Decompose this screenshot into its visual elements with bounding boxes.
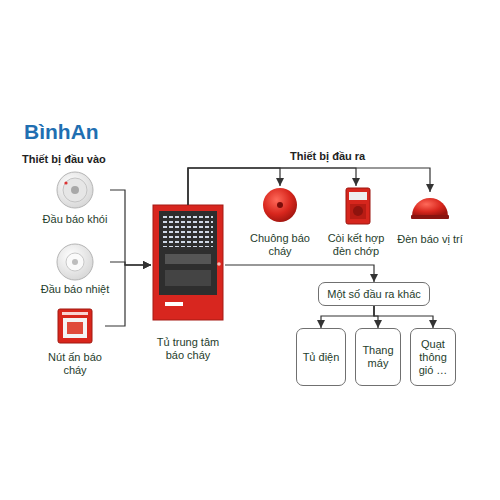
panel-buttons — [165, 270, 211, 286]
node-text: Đầu báo nhiệt — [41, 283, 110, 296]
horn-body — [346, 188, 370, 224]
node-text: Một số đầu ra khác — [327, 288, 421, 301]
node-text: Tủ điện — [303, 351, 340, 364]
strobe-lens — [349, 192, 367, 200]
heat-detector-body — [57, 244, 93, 280]
smoke-detector-led — [64, 181, 67, 184]
connector-arrow — [105, 265, 151, 326]
panel-lock — [217, 262, 221, 266]
heat-detector-sensor — [66, 253, 84, 271]
node-text: Đầu báo khói — [43, 213, 108, 226]
process-box: Quạt thông gió … — [410, 328, 456, 386]
process-box: Một số đầu ra khác — [318, 282, 430, 306]
panel-led-grid — [163, 215, 213, 247]
connector-arrow — [321, 306, 374, 328]
panel-display — [165, 254, 211, 264]
lamp-dome — [412, 198, 448, 216]
node-text: Thang máy — [358, 344, 398, 370]
lamp-base — [411, 215, 449, 219]
horn-speaker — [353, 206, 363, 216]
call-point-button — [67, 322, 83, 334]
node-text: Tủ trung tâm báo cháy — [151, 336, 225, 362]
node-text: Quạt thông gió … — [413, 338, 453, 377]
connector-arrow — [188, 168, 280, 205]
panel-face — [159, 211, 217, 295]
node-text: Chuông báo cháy — [245, 232, 315, 258]
node-text: Còi kết hợp đèn chớp — [322, 232, 390, 258]
control-panel: Tủ trung tâm báo cháy — [151, 205, 225, 362]
bell-dome — [263, 188, 297, 222]
call-point-strip — [62, 312, 88, 315]
connector-arrow — [110, 190, 151, 265]
fire-bell-icon — [263, 188, 297, 222]
location-lamp-icon — [411, 198, 449, 219]
bell-striker — [277, 202, 283, 208]
process-box: Thang máy — [355, 328, 401, 386]
group-heading: Thiết bị đầu vào — [22, 153, 106, 165]
smoke-detector-chamber — [63, 178, 87, 202]
heat-detector-icon — [57, 244, 93, 280]
connector-arrow — [225, 265, 374, 282]
smoke-detector-icon — [57, 172, 93, 208]
node-text: Đèn báo vị trí — [397, 233, 462, 246]
connector-group — [105, 168, 433, 328]
call-point-window — [63, 318, 87, 338]
output-device: Đèn báo vị trí — [390, 192, 470, 246]
heat-detector-tip — [72, 259, 78, 265]
smoke-detector-body — [57, 172, 93, 208]
brand-logo: BìnhAn — [24, 120, 99, 144]
output-device: Còi kết hợp đèn chớp — [322, 186, 390, 258]
connector-arrow — [188, 168, 430, 205]
horn-strobe-icon — [346, 188, 370, 224]
input-device: Nút ấn báo cháy — [45, 307, 105, 377]
fire-alarm-panel-icon — [153, 205, 223, 320]
horn-grille — [350, 204, 366, 219]
node-text: Nút ấn báo cháy — [45, 351, 105, 377]
input-device: Đầu báo nhiệt — [40, 242, 110, 296]
panel-cabinet — [153, 205, 223, 320]
connector-arrow — [188, 168, 356, 205]
input-device: Đầu báo khói — [40, 172, 110, 226]
connector-arrow — [374, 306, 433, 328]
output-device: Chuông báo cháy — [245, 186, 315, 258]
panel-brand-plate — [165, 302, 183, 306]
connector-arrow — [110, 262, 151, 265]
call-point-body — [58, 309, 92, 343]
connector-arrow — [374, 306, 378, 328]
group-heading: Thiết bị đầu ra — [290, 150, 365, 162]
manual-call-point-icon — [58, 309, 92, 343]
smoke-detector-center — [71, 186, 79, 194]
process-box: Tủ điện — [296, 328, 346, 386]
